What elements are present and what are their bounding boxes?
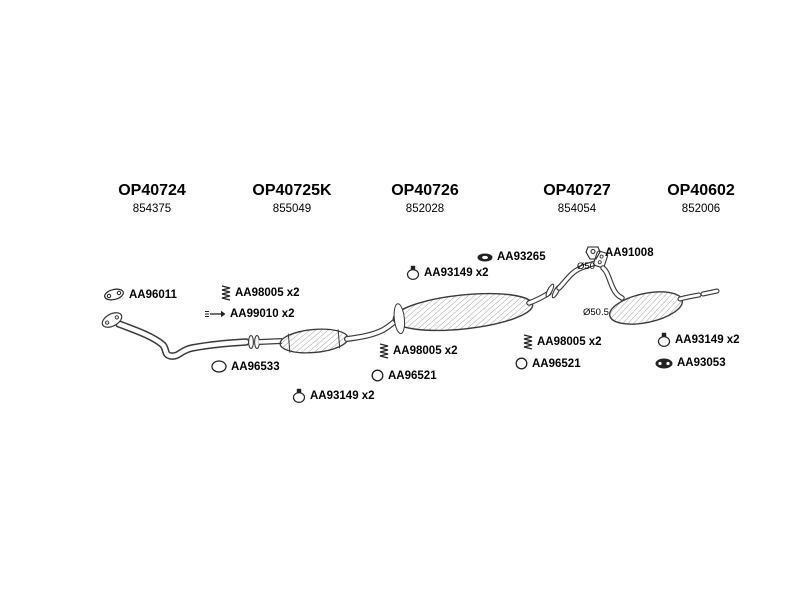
bolt-arrow-icon bbox=[204, 310, 226, 318]
part-number: AA93053 bbox=[677, 357, 726, 369]
tailpipe bbox=[677, 288, 720, 302]
part-label-aa96011: AA96011 bbox=[103, 288, 177, 301]
hanger-bracket-icon bbox=[585, 246, 601, 260]
connecting-flange bbox=[593, 250, 609, 269]
band-clamp-icon bbox=[477, 253, 493, 262]
spring-icon bbox=[523, 334, 533, 350]
part-number: AA98005 x2 bbox=[537, 336, 602, 348]
group-code: OP40725K bbox=[252, 182, 332, 199]
part-number: AA96521 bbox=[532, 357, 581, 370]
part-number: AA91008 bbox=[605, 247, 654, 259]
flange-gasket-icon bbox=[103, 288, 125, 301]
part-number: AA93149 x2 bbox=[424, 266, 489, 279]
part-label-aa99010: AA99010 x2 bbox=[204, 308, 295, 320]
part-label-aa96521-right: AA96521 bbox=[515, 357, 581, 370]
part-group-2: OP40725K 855049 bbox=[252, 182, 331, 215]
part-number: AA99010 x2 bbox=[230, 308, 295, 320]
flange-joint-front bbox=[248, 334, 260, 350]
part-label-aa93149-right: AA93149 x2 bbox=[657, 332, 740, 347]
front-flange bbox=[101, 312, 123, 328]
spring-icon bbox=[379, 343, 389, 359]
part-number: AA93265 bbox=[497, 251, 546, 263]
group-number: 855049 bbox=[272, 203, 312, 215]
diameter-annotation-50-5: Ø50.5 bbox=[583, 307, 609, 318]
group-number: 854375 bbox=[132, 203, 172, 215]
part-number: AA98005 x2 bbox=[393, 345, 458, 357]
spring-icon bbox=[221, 285, 231, 301]
part-label-aa96533: AA96533 bbox=[211, 360, 280, 373]
clamp-icon bbox=[292, 388, 306, 403]
part-group-1: OP40724 854375 bbox=[118, 182, 186, 215]
group-number: 852006 bbox=[681, 203, 721, 215]
part-number: AA98005 x2 bbox=[235, 287, 300, 299]
part-label-aa93265: AA93265 bbox=[477, 251, 546, 263]
part-group-3: OP40726 852028 bbox=[391, 182, 459, 215]
group-code: OP40602 bbox=[667, 182, 735, 199]
part-label-aa91008: AA91008 bbox=[585, 246, 654, 260]
catalytic-converter bbox=[279, 328, 349, 354]
part-number: AA93149 x2 bbox=[310, 389, 375, 402]
part-label-aa98005-left: AA98005 x2 bbox=[221, 285, 300, 301]
ring-icon bbox=[371, 369, 384, 382]
part-label-aa93149-mid: AA93149 x2 bbox=[406, 265, 489, 280]
diameter-annotation-50: Ø50 bbox=[577, 261, 595, 272]
group-code: OP40727 bbox=[543, 182, 611, 199]
part-number: AA96011 bbox=[129, 288, 177, 301]
connecting-pipe bbox=[556, 250, 609, 291]
part-label-aa93149-bottom: AA93149 x2 bbox=[292, 388, 375, 403]
part-label-aa98005-right: AA98005 x2 bbox=[523, 334, 602, 350]
part-label-aa96521-mid: AA96521 bbox=[371, 369, 437, 382]
part-number: AA96521 bbox=[388, 369, 437, 382]
group-number: 854054 bbox=[557, 203, 597, 215]
part-group-5: OP40602 852006 bbox=[667, 182, 735, 215]
part-label-aa98005-mid: AA98005 x2 bbox=[379, 343, 458, 359]
gasket-ring-icon bbox=[211, 360, 227, 373]
clamp-icon bbox=[406, 265, 420, 280]
center-muffler bbox=[392, 292, 534, 335]
clamp-icon bbox=[657, 332, 671, 347]
group-code: OP40724 bbox=[118, 182, 186, 199]
front-pipe bbox=[101, 312, 250, 360]
group-code: OP40726 bbox=[391, 182, 459, 199]
part-group-4: OP40727 854054 bbox=[543, 182, 611, 215]
rubber-mount-icon bbox=[655, 358, 673, 369]
group-number: 852028 bbox=[405, 203, 445, 215]
part-number: AA93149 x2 bbox=[675, 333, 740, 346]
part-number: AA96533 bbox=[231, 360, 280, 373]
part-label-aa93053: AA93053 bbox=[655, 357, 726, 369]
ring-icon bbox=[515, 357, 528, 370]
